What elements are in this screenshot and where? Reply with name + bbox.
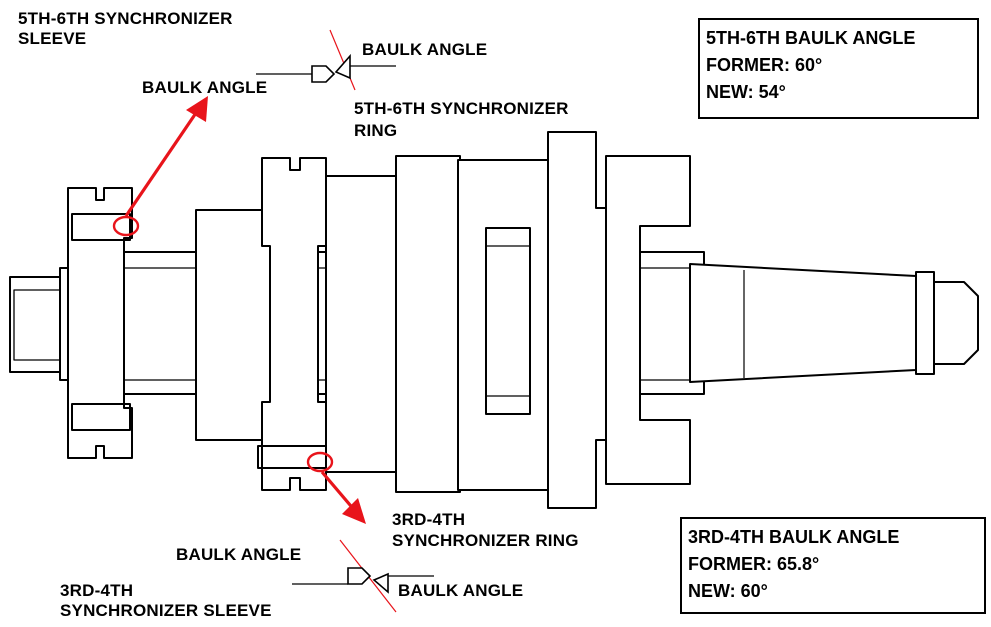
output-nut: [933, 281, 979, 365]
arrowhead-34: [342, 498, 366, 524]
synchro-sleeve-56-lower: [71, 403, 131, 431]
label-sleeve-34-line2: SYNCHRONIZER SLEEVE: [60, 601, 272, 620]
synchro-hub-34: [261, 157, 327, 491]
label-baulk-angle-top-right: BAULK ANGLE: [362, 40, 488, 59]
box-56-title: 5TH-6TH BAULK ANGLE: [706, 28, 916, 48]
baulk-detail-top-sleeve: [311, 65, 336, 83]
box-34-title: 3RD-4TH BAULK ANGLE: [688, 527, 900, 547]
baulk-detail-bottom-sleeve: [347, 567, 372, 585]
shaft-left-end: [9, 276, 67, 373]
gear-right-large: [547, 131, 607, 509]
highlight-circle-34: [306, 451, 334, 473]
box-56-new: NEW: 54°: [706, 82, 786, 102]
box-34-former: FORMER: 65.8°: [688, 554, 820, 574]
baulk-detail-top-ring: [334, 53, 351, 80]
label-ring-56-line2: RING: [354, 121, 398, 140]
output-collar: [915, 271, 935, 375]
label-baulk-angle-bottom-left: BAULK ANGLE: [176, 545, 302, 564]
baulk-detail-bottom-ring: [372, 572, 389, 594]
output-shaft: [689, 263, 917, 383]
box-56-former: FORMER: 60°: [706, 55, 823, 75]
center-bearing: [457, 159, 555, 491]
label-sleeve-56-line1: 5TH-6TH SYNCHRONIZER: [18, 9, 233, 28]
arrow-56-shaft: [124, 109, 200, 217]
label-ring-34-line2: SYNCHRONIZER RING: [392, 531, 579, 550]
spacer-1: [195, 209, 271, 441]
synchro-sleeve-56: [71, 213, 131, 241]
baulk-angle-box-56: 5TH-6TH BAULK ANGLE FORMER: 60° NEW: 54°: [698, 18, 979, 119]
bearing-race: [485, 227, 531, 415]
arrow-34-shaft: [320, 470, 358, 514]
label-ring-56-line1: 5TH-6TH SYNCHRONIZER: [354, 99, 569, 118]
baulk-guide-top: [329, 29, 356, 91]
gear-far-right: [605, 155, 691, 485]
label-sleeve-56-line2: SLEEVE: [18, 29, 87, 48]
highlight-circle-56: [112, 215, 140, 237]
gear-left: [67, 187, 133, 459]
label-baulk-angle-bottom-right: BAULK ANGLE: [398, 581, 524, 600]
baulk-angle-box-34: 3RD-4TH BAULK ANGLE FORMER: 65.8° NEW: 6…: [680, 517, 986, 614]
label-sleeve-34-line1: 3RD-4TH: [60, 581, 134, 600]
label-ring-34-line1: 3RD-4TH: [392, 510, 466, 529]
spacer-2: [325, 175, 397, 473]
label-baulk-angle-top-left: BAULK ANGLE: [142, 78, 268, 97]
arrowhead-56: [186, 96, 208, 122]
box-34-new: NEW: 60°: [688, 581, 768, 601]
